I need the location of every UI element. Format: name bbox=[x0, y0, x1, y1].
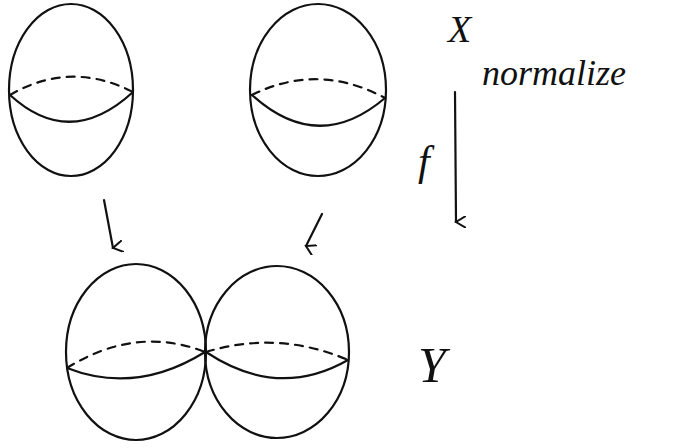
sphere bbox=[250, 4, 386, 176]
map-arrow bbox=[104, 200, 113, 248]
space-label: X bbox=[448, 10, 471, 48]
equator-back bbox=[252, 79, 385, 98]
equator-front bbox=[252, 95, 385, 126]
note-text: normalize bbox=[482, 55, 626, 91]
map-arrow bbox=[455, 92, 456, 222]
sphere bbox=[9, 4, 133, 176]
equator-front bbox=[206, 352, 348, 378]
sphere bbox=[66, 264, 206, 440]
space-label: Y bbox=[418, 340, 446, 390]
equator-back bbox=[206, 343, 348, 360]
sphere bbox=[205, 266, 349, 438]
equator-back bbox=[10, 77, 133, 95]
equator-front bbox=[10, 92, 133, 122]
map-arrow bbox=[306, 214, 322, 246]
map-label: f bbox=[418, 140, 430, 182]
equator-front bbox=[67, 352, 205, 378]
